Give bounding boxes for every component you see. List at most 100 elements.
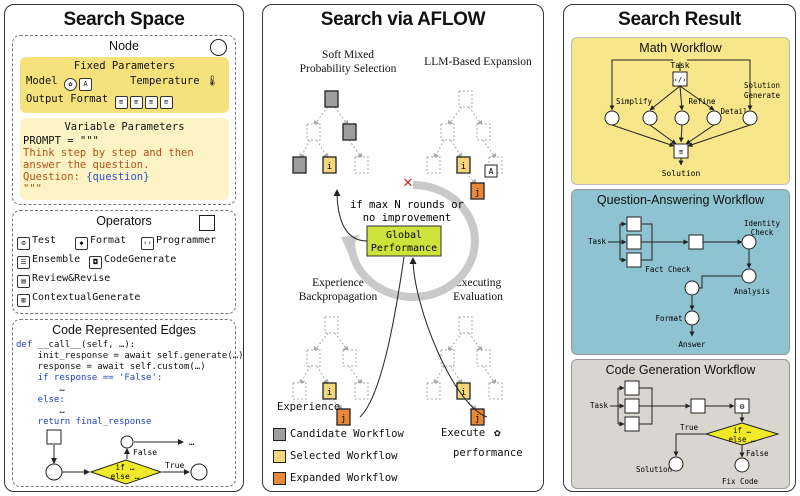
- model-label: Model: [26, 75, 58, 87]
- qa-fact-check-label: Fact Check: [645, 265, 691, 274]
- temperature-row: Temperature 🌡: [130, 75, 219, 87]
- code-true-label: True: [680, 423, 699, 432]
- search-aflow-panel: Search via AFLOW Soft Mixed Probability …: [262, 4, 544, 492]
- workflow-node-label: i: [461, 388, 466, 398]
- tree-edge: [447, 332, 463, 353]
- tree-node: [306, 123, 321, 141]
- workflow-node-label: i: [327, 162, 332, 172]
- global-performance-line-2: Performance: [371, 243, 437, 254]
- llm-expansion-label: LLM-Based Expansion: [424, 56, 532, 68]
- global-performance-box: [366, 225, 442, 257]
- document-icon: ≡: [114, 96, 128, 109]
- fixed-parameters-title: Fixed Parameters: [73, 60, 176, 72]
- start-node: [45, 463, 63, 481]
- shapes-icon: ◆: [75, 237, 88, 250]
- cond-label-if: if …: [115, 463, 134, 472]
- expanded-node: [336, 408, 351, 426]
- workflow-node-label: j: [475, 188, 480, 198]
- operator-review-revise: ▤Review&Revise: [17, 273, 110, 288]
- tree-node: [292, 156, 307, 174]
- tree-edge: [468, 332, 483, 353]
- math-simplify-label: Simplify: [616, 97, 653, 106]
- document-icon: ≡: [159, 96, 173, 109]
- prompt-text-2: answer the question.: [23, 159, 150, 171]
- code-line-7: …: [16, 406, 65, 416]
- code-line-2: init_response = await self.generate(…): [16, 351, 244, 361]
- gear-icon: ⚙: [17, 237, 30, 250]
- qa-task-label: Task: [588, 237, 607, 246]
- tree-node: [426, 382, 441, 400]
- operators-title: Operators: [96, 214, 152, 228]
- review-icon: ▤: [17, 275, 30, 288]
- operator-ensemble: ☰Ensemble: [17, 254, 80, 269]
- tree-edge: [450, 139, 463, 160]
- stop-condition-line-2: no improvement: [363, 212, 452, 224]
- experience-label-1: Experience: [312, 277, 364, 289]
- legend-selected-swatch: [273, 450, 286, 463]
- code-edges-diagram: if … else … False True …: [45, 429, 208, 485]
- tree-edge: [313, 106, 329, 127]
- false-label: False: [133, 448, 157, 457]
- tree-edge: [348, 139, 363, 160]
- tree-edge: [433, 139, 445, 160]
- qa-format-label: Format: [655, 314, 682, 323]
- prompt-text-1: Think step by step and then: [23, 147, 194, 159]
- code-fix-code-label: Fix Code: [722, 477, 759, 486]
- anthropic-icon: [484, 164, 498, 178]
- code-workflow-box: Code Generation Workflow Task ⚙ if … els…: [571, 359, 790, 489]
- svg-text:‹/›: ‹/›: [674, 76, 687, 84]
- workflow-node-label: j: [475, 414, 480, 424]
- cond-label-else: else …: [111, 472, 140, 481]
- svg-text:⚙: ⚙: [740, 402, 745, 411]
- svg-text:✕: ✕: [403, 172, 413, 191]
- tree-edge: [299, 139, 311, 160]
- prompt-question-label: Question:: [23, 171, 80, 183]
- tree-node: [456, 156, 471, 174]
- tree-node: [322, 382, 337, 400]
- stop-condition-line-1: if max N rounds or: [350, 199, 464, 211]
- operator-test: ⚙Test: [17, 235, 56, 250]
- math-solution-generate-1: Solution: [744, 81, 780, 90]
- operator-square-icon: [199, 215, 215, 231]
- tree-node: [342, 349, 357, 367]
- tree-node: [476, 123, 491, 141]
- openai-icon: ✿: [494, 426, 501, 439]
- math-workflow-box: Math Workflow Task ‹/› Simplify Refine D…: [571, 37, 790, 185]
- temperature-label: Temperature: [130, 75, 200, 87]
- legend-expanded-swatch: [273, 472, 286, 485]
- document-icon: ≡: [144, 96, 158, 109]
- code-line-5: …: [16, 384, 65, 394]
- code-line-3: response = await self.custom(…): [16, 362, 206, 372]
- tree-node: [476, 349, 491, 367]
- tree-edge: [348, 365, 363, 386]
- math-refine-label: Refine: [688, 97, 716, 106]
- tree-edge: [447, 106, 463, 127]
- fixed-parameters-box: Fixed Parameters Model ✿A Temperature 🌡 …: [20, 57, 229, 113]
- tree-root-node: [324, 90, 339, 108]
- variable-parameters-title: Variable Parameters: [64, 121, 185, 133]
- code-line-1-text: __call__(self, …):: [37, 340, 136, 350]
- operator-format: ◆Format: [75, 235, 126, 250]
- node-circle-icon: [210, 39, 227, 56]
- qa-identity-check-2: Check: [751, 228, 774, 237]
- tree-edge: [299, 365, 311, 386]
- soft-mixed-label-2: Probability Selection: [299, 63, 397, 75]
- operator-programmer-label: Programmer: [156, 235, 217, 246]
- node-title: Node: [109, 39, 139, 53]
- tree-node: [426, 156, 441, 174]
- legend-expanded-label: Expanded Workflow: [290, 472, 398, 484]
- search-result-panel: Search Result Math Workflow Task ‹/› Sim…: [563, 4, 796, 492]
- custom-node: [120, 435, 134, 449]
- math-workflow-title: Math Workflow: [639, 41, 722, 55]
- tree-edge: [482, 365, 497, 386]
- workflow-node-label: i: [327, 388, 332, 398]
- tree-node: [306, 349, 321, 367]
- executing-label-2: Evaluation: [453, 291, 503, 303]
- operator-codegenerate-label: CodeGenerate: [104, 254, 177, 265]
- node-box: Node Fixed Parameters Model ✿A Temperatu…: [12, 35, 236, 205]
- operator-codegenerate: ◘CodeGenerate: [89, 254, 176, 269]
- true-label: True: [165, 461, 184, 470]
- generate-node-icon: [46, 429, 62, 445]
- math-solution-generate-2: Generate: [744, 91, 781, 100]
